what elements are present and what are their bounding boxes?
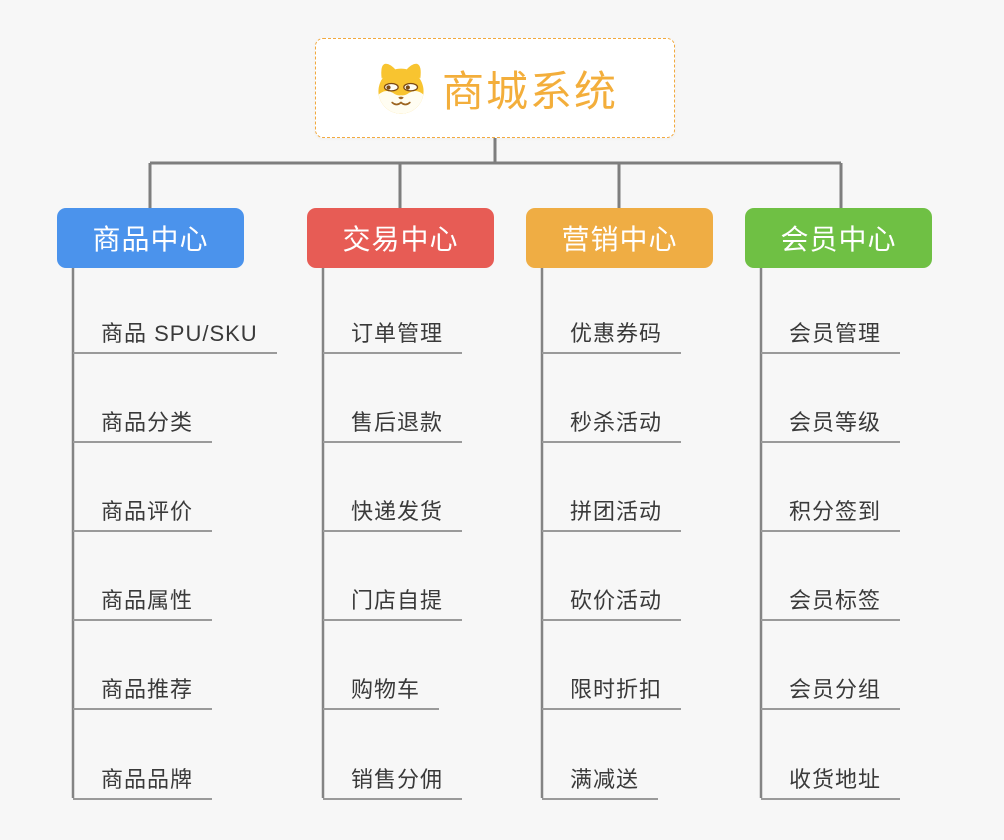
leaf-node[interactable]: 商品 SPU/SKU	[73, 314, 277, 354]
leaf-node[interactable]: 订单管理	[323, 314, 463, 354]
leaf-node[interactable]: 满减送	[542, 760, 659, 800]
leaf-node[interactable]: 会员等级	[761, 403, 901, 443]
leaf-node[interactable]: 拼团活动	[542, 492, 682, 532]
branch-node-member-center[interactable]: 会员中心	[745, 208, 932, 268]
leaf-node[interactable]: 商品属性	[73, 581, 213, 621]
branch-label: 会员中心	[780, 224, 897, 255]
leaf-node[interactable]: 限时折扣	[542, 670, 682, 710]
leaf-node[interactable]: 购物车	[323, 670, 440, 710]
leaf-node[interactable]: 会员管理	[761, 314, 901, 354]
branch-node-trade-center[interactable]: 交易中心	[307, 208, 494, 268]
branch-label: 交易中心	[342, 224, 459, 255]
leaf-node[interactable]: 会员分组	[761, 670, 901, 710]
leaf-node[interactable]: 秒杀活动	[542, 403, 682, 443]
leaf-node[interactable]: 积分签到	[761, 492, 901, 532]
leaf-node[interactable]: 售后退款	[323, 403, 463, 443]
leaf-node[interactable]: 会员标签	[761, 581, 901, 621]
shiba-dog-icon	[378, 63, 424, 114]
leaf-node[interactable]: 销售分佣	[323, 760, 463, 800]
leaf-node[interactable]: 优惠券码	[542, 314, 682, 354]
branch-node-marketing-center[interactable]: 营销中心	[526, 208, 713, 268]
root-node[interactable]: 商城系统	[315, 38, 675, 138]
leaf-node[interactable]: 砍价活动	[542, 581, 682, 621]
leaf-node[interactable]: 商品评价	[73, 492, 213, 532]
root-title: 商城系统	[441, 67, 618, 115]
branch-label: 商品中心	[92, 224, 209, 255]
leaf-node[interactable]: 商品品牌	[73, 760, 213, 800]
leaf-node[interactable]: 快递发货	[323, 492, 463, 532]
leaf-node[interactable]: 商品推荐	[73, 670, 213, 710]
leaf-node[interactable]: 商品分类	[73, 403, 213, 443]
leaf-node[interactable]: 门店自提	[323, 581, 463, 621]
leaf-node[interactable]: 收货地址	[761, 760, 901, 800]
branch-label: 营销中心	[561, 224, 678, 255]
branch-node-product-center[interactable]: 商品中心	[57, 208, 244, 268]
